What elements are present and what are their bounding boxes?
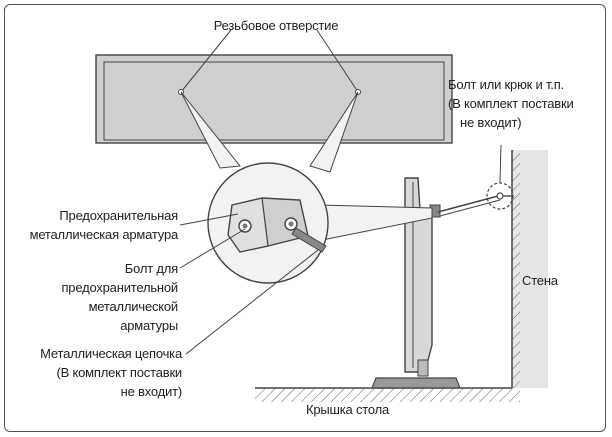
magnifier-cone-left — [180, 91, 241, 169]
label-safety-bracket: Предохранительная металлическая арматура — [29, 208, 179, 242]
tv-side-view — [371, 177, 461, 389]
tv-rear — [95, 54, 453, 144]
label-threaded-hole: Резьбовое отверстие — [213, 18, 339, 33]
wall-hatch — [512, 150, 520, 388]
chain-line — [437, 195, 499, 213]
safety-bracket — [227, 197, 327, 253]
magnifier-cone-right — [309, 91, 359, 173]
label-table-top: Крышка стола — [306, 402, 390, 417]
label-wall: Стена — [522, 273, 558, 288]
leader-bolt — [179, 228, 246, 269]
leader-bracket — [179, 213, 239, 226]
leader-chain — [185, 249, 319, 355]
label-chain: Металлическая цепочка (В комплект постав… — [40, 346, 182, 399]
label-bolt-hook: Болт или крюк и т.п. (В комплект поставк… — [448, 77, 574, 130]
table-top — [255, 388, 520, 402]
label-bracket-bolt: Болт для предохранительной металлической… — [61, 261, 178, 333]
